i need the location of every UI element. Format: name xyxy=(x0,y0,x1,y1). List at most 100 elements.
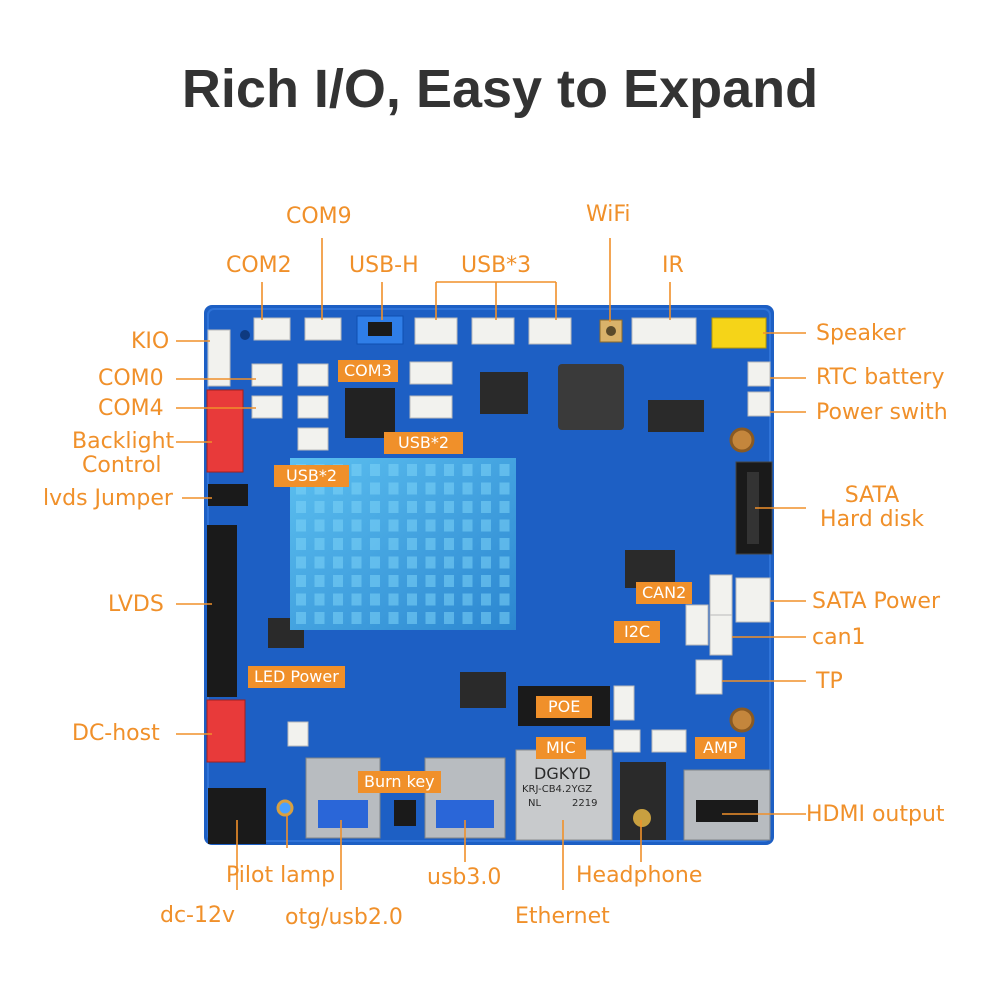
heatsink-fin xyxy=(388,612,399,624)
heatsink-fins xyxy=(296,464,510,624)
heatsink-fin xyxy=(499,556,510,569)
can2-connector xyxy=(709,574,733,616)
i2c-connector xyxy=(685,604,709,646)
heatsink-fin xyxy=(314,538,325,550)
tag-burn-key: Burn key xyxy=(358,771,441,793)
chip xyxy=(480,372,528,414)
heatsink-fin xyxy=(481,464,491,476)
amp-connector xyxy=(651,729,687,753)
heatsink-fin xyxy=(388,501,399,513)
heatsink-fin xyxy=(444,575,454,587)
heatsink-fin xyxy=(351,575,362,587)
heatsink-fin xyxy=(462,575,473,587)
tag-can2: CAN2 xyxy=(636,582,693,604)
heatsink-fin xyxy=(314,575,325,587)
heatsink-fin xyxy=(425,556,436,569)
heatsink-fin xyxy=(444,556,454,569)
heatsink-fin xyxy=(462,556,473,569)
wifi-chip xyxy=(558,364,624,430)
heatsink-fin xyxy=(333,501,343,513)
heatsink-fin xyxy=(351,501,362,513)
heatsink-fin xyxy=(425,519,436,532)
mounting-hole xyxy=(729,427,755,453)
heatsink-fin xyxy=(481,556,491,569)
ethernet-model: KRJ-CB4.2YGZ xyxy=(522,784,593,795)
heatsink-fin xyxy=(462,482,473,495)
heatsink-fin xyxy=(407,575,417,587)
label-ir: IR xyxy=(662,253,684,278)
heatsink-fin xyxy=(296,482,306,495)
heatsink-fin xyxy=(481,519,491,532)
heatsink-fin xyxy=(388,482,399,495)
can1-connector xyxy=(709,614,733,656)
heatsink-fin xyxy=(333,575,343,587)
heatsink-fin xyxy=(296,575,306,587)
heatsink-fin xyxy=(388,519,399,532)
label-dc-host: DC-host xyxy=(72,721,160,746)
sata-power-connector xyxy=(735,577,771,623)
chip xyxy=(648,400,704,432)
heatsink-fin xyxy=(370,612,380,624)
label-sata-power: SATA Power xyxy=(812,589,941,614)
com4-connector xyxy=(251,395,283,419)
label-can1: can1 xyxy=(812,625,866,650)
label-headphone: Headphone xyxy=(576,863,703,888)
label-com2: COM2 xyxy=(226,253,292,278)
heatsink-fin xyxy=(314,501,325,513)
ethernet-brand: DGKYD xyxy=(534,764,591,783)
heatsink-fin xyxy=(314,482,325,495)
label-sata-hard-disk: SATA Hard disk xyxy=(812,484,932,532)
heatsink-fin xyxy=(481,593,491,606)
heatsink-fin xyxy=(462,464,473,476)
heatsink-fin xyxy=(481,575,491,587)
burn-key-button xyxy=(394,800,416,826)
heatsink-fin xyxy=(462,593,473,606)
heatsink-fin xyxy=(407,612,417,624)
heatsink-fin xyxy=(314,593,325,606)
heatsink-fin xyxy=(314,612,325,624)
com9-connector xyxy=(304,317,342,341)
dc-host-connector xyxy=(206,699,246,763)
tag-mic: MIC xyxy=(536,737,586,759)
tag-poe: POE xyxy=(536,696,593,718)
heatsink-fin xyxy=(370,575,380,587)
mounting-hole xyxy=(240,330,250,340)
speaker-connector xyxy=(711,317,767,349)
heatsink-fin xyxy=(407,464,417,476)
tag-com3: COM3 xyxy=(338,360,398,382)
com0-connector xyxy=(251,363,283,387)
heatsink-fin xyxy=(481,612,491,624)
label-kio: KIO xyxy=(131,329,170,354)
ir-connector xyxy=(631,317,697,345)
heatsink-fin xyxy=(425,593,436,606)
label-tp: TP xyxy=(816,669,843,694)
heatsink-fin xyxy=(444,501,454,513)
label-control: Control xyxy=(82,453,162,478)
label-power-switch: Power swith xyxy=(816,400,948,425)
heatsink-fin xyxy=(425,501,436,513)
usb3-connector-1 xyxy=(414,317,458,345)
heatsink-fin xyxy=(351,482,362,495)
heatsink-fin xyxy=(499,519,510,532)
heatsink-fin xyxy=(407,593,417,606)
label-com9: COM9 xyxy=(286,204,352,229)
heatsink-fin xyxy=(499,593,510,606)
tp-connector xyxy=(695,659,723,695)
label-hard-disk: Hard disk xyxy=(820,507,924,532)
heatsink-fin xyxy=(444,593,454,606)
heatsink-fin xyxy=(499,464,510,476)
label-usb30: usb3.0 xyxy=(427,865,502,890)
heatsink-fin xyxy=(499,482,510,495)
mic-connector xyxy=(613,729,641,753)
heatsink-fin xyxy=(296,593,306,606)
heatsink-fin xyxy=(370,501,380,513)
com3-connector xyxy=(297,363,329,387)
label-lvds-jumper: lvds Jumper xyxy=(43,486,173,511)
heatsink-fin xyxy=(314,519,325,532)
tag-usb2-left: USB*2 xyxy=(274,465,350,487)
heatsink-fin xyxy=(351,556,362,569)
heatsink-fin xyxy=(296,519,306,532)
heatsink-fin xyxy=(333,612,343,624)
heatsink-fin xyxy=(481,501,491,513)
